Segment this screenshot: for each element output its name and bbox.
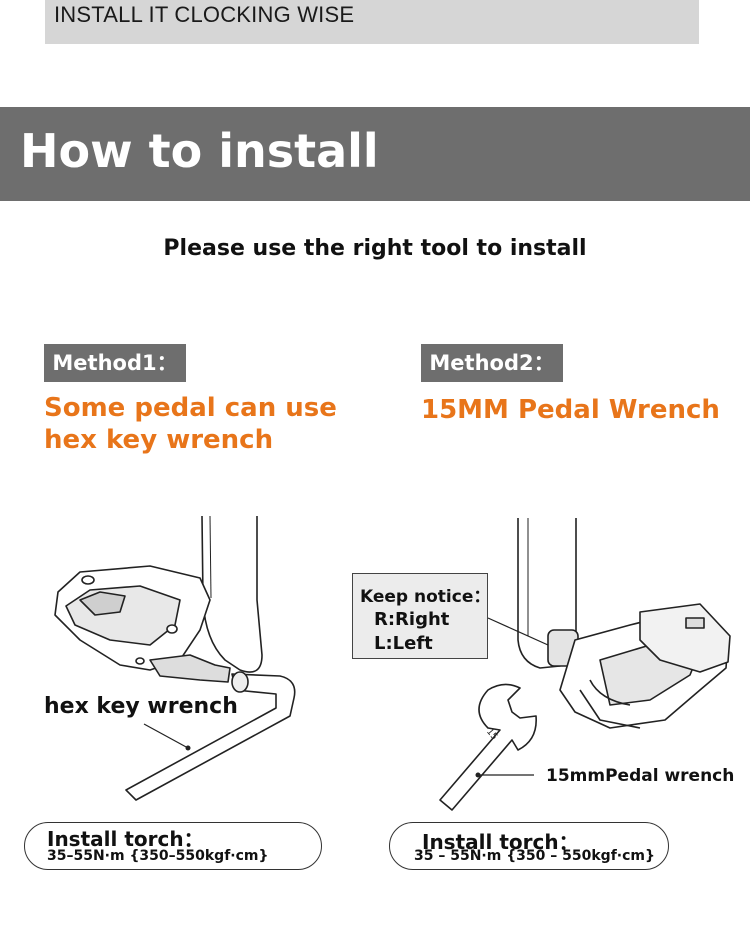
top-banner (45, 0, 699, 44)
pedal-wrench-icon (439, 683, 537, 811)
method2-description: 15MM Pedal Wrench (421, 395, 720, 425)
method1-description-line1: Some pedal can use (44, 393, 337, 423)
keep-notice-right: R:Right (374, 609, 450, 630)
top-banner-text: INSTALL IT CLOCKING WISE (54, 2, 355, 27)
hex-key-leader-dot (185, 745, 191, 751)
notice-leader-line (487, 617, 549, 646)
hex-key-icon (125, 671, 296, 801)
method1-description: Some pedal can use hex key wrench (44, 392, 344, 456)
method2-torque-value: 35 – 55N·m {350 – 550kgf·cm} (414, 848, 655, 864)
hex-key-leader-line (143, 723, 189, 749)
section-title: How to install (20, 124, 379, 178)
hex-key-label: hex key wrench (44, 694, 238, 719)
method1-torque-title: Install torch： (47, 827, 204, 851)
method1-torque-value: 35–55N·m {350–550kgf·cm} (47, 848, 269, 864)
section-band (0, 107, 750, 201)
wrench-leader-dot (475, 772, 481, 778)
method1-tag: Method1： (44, 344, 186, 382)
keep-notice-left: L:Left (374, 633, 433, 654)
crank-arm-icon (201, 515, 263, 673)
pedal-icon (547, 603, 731, 729)
keep-notice-title: Keep notice： (360, 587, 491, 607)
pedal-wrench-label: 15mmPedal wrench (546, 766, 735, 786)
method1-torque-box (24, 822, 322, 870)
pedal-icon (54, 565, 231, 683)
method2-torque-box (389, 822, 669, 870)
instruction-subtitle: Please use the right tool to install (163, 236, 587, 261)
method2-torque-title: Install torch： (422, 830, 579, 854)
keep-notice-box (352, 573, 488, 659)
method2-tag: Method2： (421, 344, 563, 382)
method1-description-line2: hex key wrench (44, 425, 274, 455)
